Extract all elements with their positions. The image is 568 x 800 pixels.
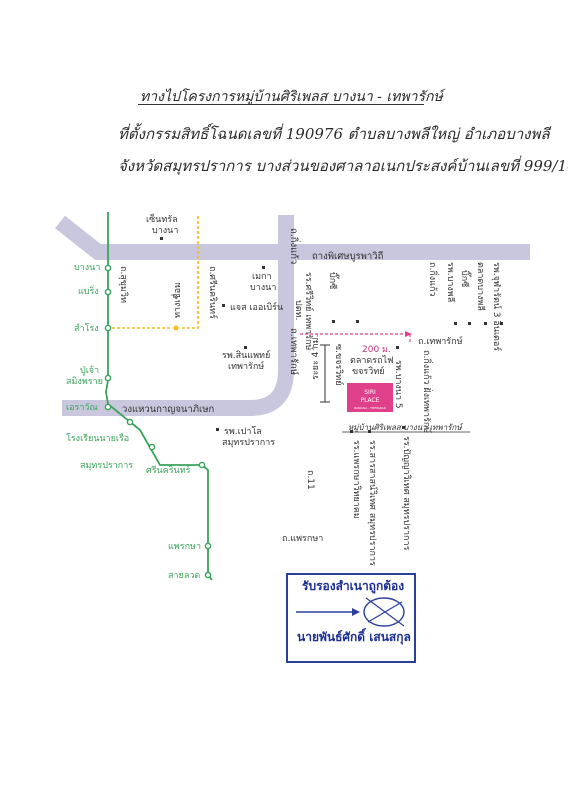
bangna-trad-road xyxy=(55,215,530,260)
pink-route: 200 ม. ตลาดรถไฟ ขจรวิทย์ xyxy=(300,331,412,377)
certification-stamp xyxy=(286,573,416,663)
station-dot xyxy=(104,324,112,332)
distance2-label: ระยะ 4 กม. xyxy=(311,335,321,380)
bigc2-label: บิ๊กซี xyxy=(459,270,472,287)
stamp-top-text: รับรองสำเนาถูกต้อง xyxy=(302,579,405,593)
location-line-2: จังหวัดสมุทรปราการ บางส่วนของศาลาอเนกประ… xyxy=(118,157,568,175)
market-label-2: ขจรวิทย์ xyxy=(352,365,385,377)
road-labels: ถางพิเศษบูรพาวิถี วงแหวนกาญจนาภิเษก ถ.กิ… xyxy=(118,228,463,544)
yellow-rail-line: ทางเชื่อม xyxy=(108,216,199,332)
places: เซ็นทรัล บางนา เมกา บางนา แจส เออเบิร์น … xyxy=(146,212,503,566)
station-label: แบริ่ง xyxy=(78,284,99,297)
station-dot xyxy=(198,461,206,469)
phraeksa-label: ถ.แพรกษา xyxy=(282,534,323,544)
station-dot xyxy=(104,264,112,272)
bangna5-label: รพ.บางนา 5 xyxy=(393,360,403,409)
mega-label-2: บางนา xyxy=(250,283,276,293)
station-label: บางนา xyxy=(74,263,100,273)
green-rail-line: บางนา แบริ่ง สำโรง ปู่เจ้า สมิงพราย เอรา… xyxy=(66,212,213,581)
hospital-sin-label: รพ.สินแพทย์ xyxy=(222,349,270,361)
station-dot xyxy=(126,418,134,426)
srinakarin-label: ถ.ศรีนครินทร์ xyxy=(207,266,219,319)
kanchanaphisek-road xyxy=(62,215,294,416)
stamp-bottom-text: นายพันธ์ศักดิ์ เสนสกุล xyxy=(297,630,411,644)
tesco-label: ถ.กิ่งแก้ว ฝั่งเทพารักษ์ xyxy=(421,350,434,433)
station-label: สายลวด xyxy=(168,571,200,581)
chularat-label: รพ.จุฬารัตน์ 3 อินเตอร์ xyxy=(491,262,503,351)
mega-label: เมกา xyxy=(252,272,272,282)
school-srivit-label: รร.ศรีวิทย์ เทพารักษ์ xyxy=(303,272,315,351)
station-label: เอราวัณ xyxy=(66,403,98,413)
station-label: ปู่เจ้า xyxy=(80,365,99,376)
bigc-label: บิ๊กซี xyxy=(327,272,340,289)
station-dot xyxy=(104,374,112,382)
bangna-trad-label: ถางพิเศษบูรพาวิถี xyxy=(312,250,384,262)
school3-label: รร.ปัญญาวิเทศ สมุทรปราการ xyxy=(401,436,412,551)
station-dot xyxy=(104,288,112,296)
station-dot xyxy=(148,443,156,451)
location-line-1: ที่ตั้งกรรมสิทธิ์โฉนดเลขที่ 190976 ตำบลบ… xyxy=(118,125,550,143)
hospital-muang-label: รพ.เปาโล xyxy=(224,426,262,437)
road-11-label: ถ.11 xyxy=(305,470,315,490)
theparak-road-label: ถ.กิ่งแก้ว xyxy=(288,228,301,264)
handwritten-place-note: หมู่บ้านศิริเพลส บางนา-เทพารักษ์ xyxy=(348,422,464,433)
siri-place-marker[interactable]: SIRI PLACE BANGNA - THEPARAK xyxy=(347,383,393,412)
title-underline xyxy=(138,104,424,105)
document-title: ทางไปโครงการหมู่บ้านศิริเพลส บางนา - เทพ… xyxy=(140,89,443,105)
sukhumvit-label: ถ.สุขุมวิท xyxy=(118,266,129,303)
station-dot xyxy=(104,403,112,411)
station-dot xyxy=(204,542,212,550)
station-label: แพรกษา xyxy=(168,542,201,552)
theparak-right-label: ถ.เทพารักษ์ xyxy=(418,335,463,347)
bangphli-label: รพ.บางพลี xyxy=(445,262,456,302)
theparak-road-label-2: ถ.เทพารักษ์ xyxy=(288,328,300,375)
station-label: สำโรง xyxy=(74,323,99,334)
gas-label: แจส เออเบิร์น xyxy=(230,301,283,313)
central-label: เซ็นทรัล xyxy=(146,212,178,225)
station-label: โรงเรียนนายเรือ xyxy=(66,433,129,444)
wat-label: รร.แพรกษาวิทยาคม xyxy=(351,440,362,519)
market-label: ตลาดรถไฟ xyxy=(350,355,393,366)
siri-place-name: SIRI xyxy=(364,389,376,396)
stamp-signature xyxy=(296,597,405,627)
tollgate-label: ปตท. xyxy=(293,300,303,320)
central-label-2: บางนา xyxy=(152,226,178,236)
siri-place-sub: BANGNA - THEPARAK xyxy=(354,406,387,410)
yellow-line-label: ทางเชื่อม xyxy=(170,282,183,318)
station-dot xyxy=(204,571,212,579)
hospital-sin-label-2: เทพารักษ์ xyxy=(228,360,264,372)
kingkaew-label: ถ.กิ่งแก้ว xyxy=(427,262,440,296)
hospital-muang-label-2: สมุทรปราการ xyxy=(222,438,275,448)
siri-place-name-2: PLACE xyxy=(360,397,379,404)
station-label: สมิงพราย xyxy=(66,376,103,387)
distance-label: 200 ม. xyxy=(362,345,391,355)
station-label: ศรีนครินทร์ xyxy=(146,464,191,476)
market2-label: ตลาดบางพลี xyxy=(475,262,486,311)
roads xyxy=(55,215,530,416)
kanchanaphisek-label: วงแหวนกาญจนาภิเษก xyxy=(122,404,215,415)
soi-label: ซ.ขจรวิทย์ xyxy=(333,344,345,386)
station-label: สมุทรปราการ xyxy=(80,461,133,471)
school2-label: รร.สารสาสน์วิเทศ สมุทรปราการ xyxy=(367,440,379,566)
